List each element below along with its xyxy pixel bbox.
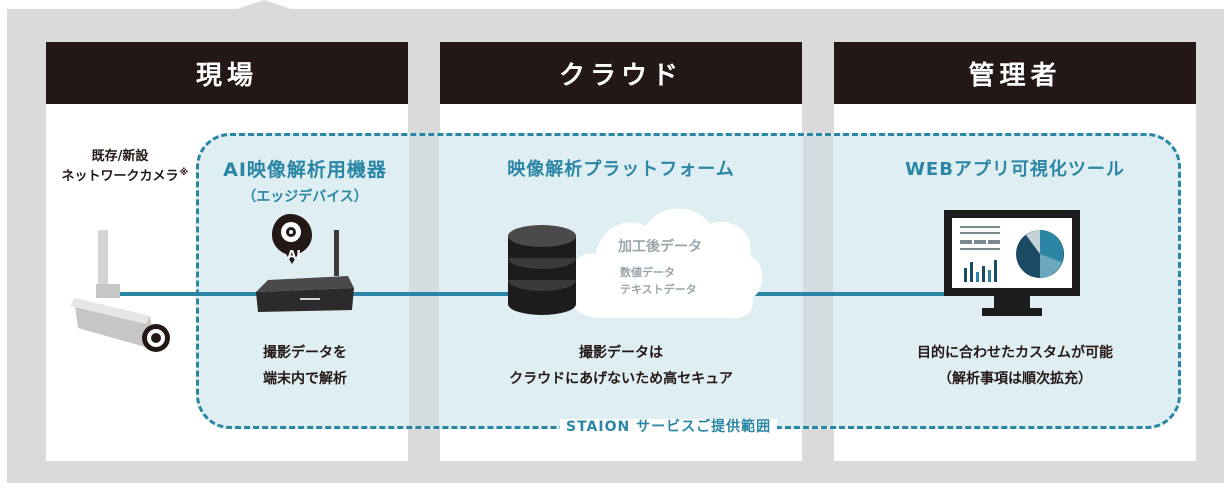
web-desc-line2: （解析事項は順次拡充） <box>938 371 1092 387</box>
scope-gap-left <box>409 136 439 426</box>
platform-desc-line2: クラウドにあげないため高セキュア <box>509 371 733 387</box>
camera-label-line2-text: ネットワークカメラ <box>61 169 179 184</box>
cloud-icon <box>570 208 763 319</box>
device-desc-line2: 端末内で解析 <box>263 371 347 387</box>
camera-label: 既存/新設 ネットワークカメラ ※ <box>50 147 190 187</box>
web-desc: 目的に合わせたカスタムが可能 （解析事項は順次拡充） <box>834 340 1196 392</box>
column-header-admin: 管理者 <box>834 42 1196 104</box>
camera-note-mark: ※ <box>179 168 189 178</box>
device-desc: 撮影データを 端末内で解析 <box>200 340 410 392</box>
device-desc-line1: 撮影データを <box>263 345 347 361</box>
monitor-icon <box>944 210 1080 316</box>
camera-label-line2: ネットワークカメラ ※ <box>50 167 190 187</box>
database-icon <box>508 225 576 315</box>
camera-label-line1: 既存/新設 <box>91 149 149 164</box>
platform-desc: 撮影データは クラウドにあげないため高セキュア <box>440 340 802 392</box>
scope-gap-right <box>803 136 833 426</box>
tab-notch <box>234 0 294 10</box>
cloud-sub-label-2: テキストデータ <box>620 283 697 296</box>
platform-desc-line1: 撮影データは <box>579 345 663 361</box>
ai-badge: AI <box>287 248 301 262</box>
router-icon <box>256 214 354 312</box>
cloud-main-label: 加工後データ <box>618 239 702 255</box>
web-desc-line1: 目的に合わせたカスタムが可能 <box>917 345 1113 361</box>
service-scope-label-wrap: STAION サービスご提供範囲 <box>560 416 778 436</box>
cloud-sub-label-1: 数値データ <box>620 266 675 279</box>
camera-icon <box>70 230 170 352</box>
service-scope-label: STAION サービスご提供範囲 <box>560 419 778 435</box>
column-header-cloud: クラウド <box>440 42 802 104</box>
web-title: WEBアプリ可視化ツール <box>905 159 1125 180</box>
platform-title: 映像解析プラットフォーム <box>507 159 735 180</box>
device-title: AI映像解析用機器 <box>223 159 387 181</box>
column-header-site: 現場 <box>46 42 408 104</box>
device-subtitle: （エッジデバイス） <box>242 189 368 205</box>
